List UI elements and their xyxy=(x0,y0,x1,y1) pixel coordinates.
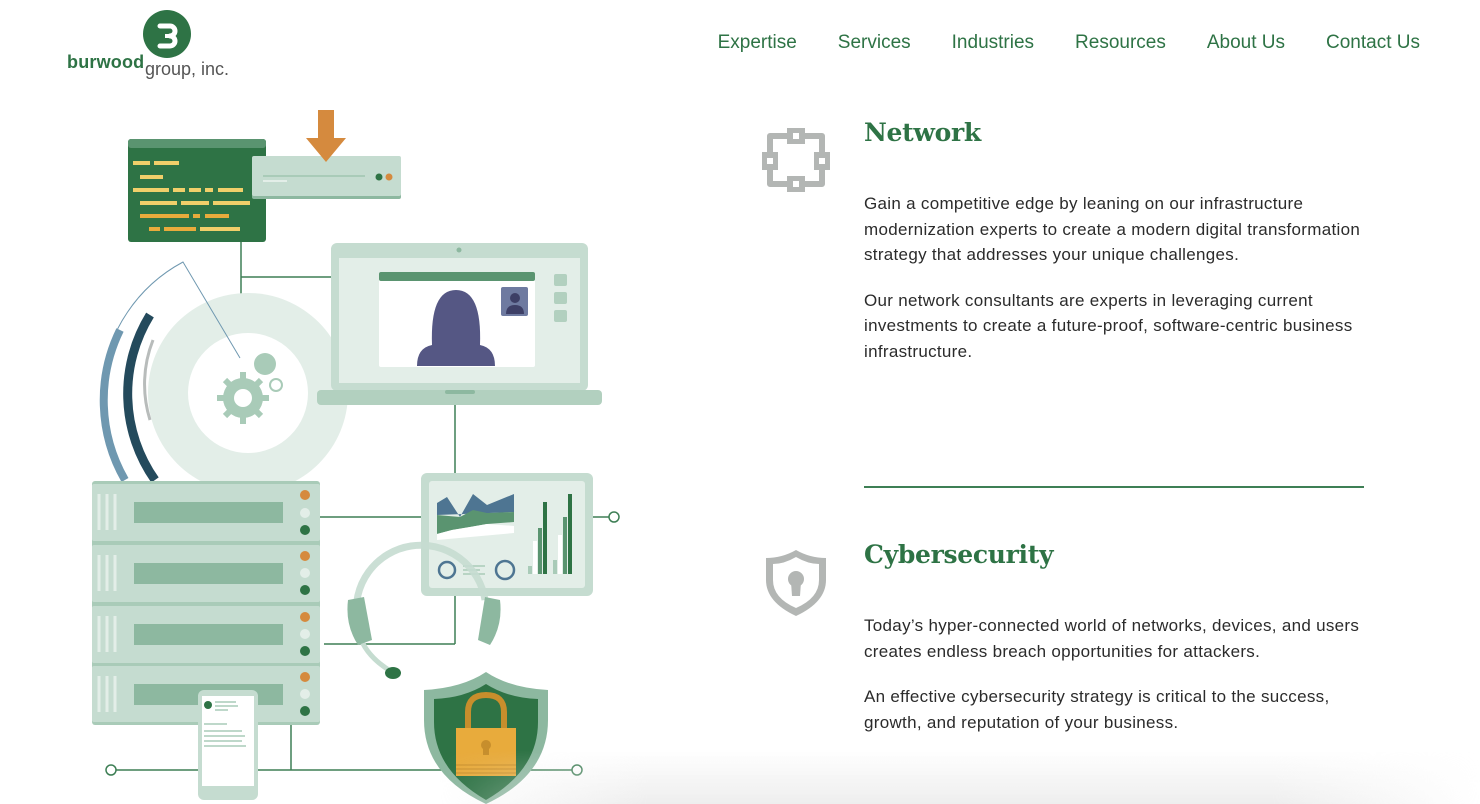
bottom-fade xyxy=(440,750,1480,804)
infrastructure-illustration xyxy=(80,100,640,804)
network-paragraph-1: Gain a competitive edge by leaning on ou… xyxy=(864,194,1361,264)
cyber-paragraph-1: Today’s hyper-connected world of network… xyxy=(864,616,1360,661)
nav-industries[interactable]: Industries xyxy=(951,32,1035,53)
section-body-cybersecurity: Today’s hyper-connected world of network… xyxy=(864,613,1384,755)
main-nav: Expertise Services Industries Resources … xyxy=(718,32,1420,54)
logo-text-suffix: group, inc. xyxy=(145,59,230,79)
logo-text-brand: burwood xyxy=(67,52,145,72)
company-logo[interactable]: burwood group, inc. xyxy=(66,8,246,84)
cybersecurity-section: Cybersecurity Today’s hyper-connected wo… xyxy=(760,540,1400,760)
section-title-cybersecurity: Cybersecurity xyxy=(864,540,1054,569)
nav-about-us[interactable]: About Us xyxy=(1206,32,1286,53)
network-paragraph-2: Our network consultants are experts in l… xyxy=(864,290,1353,361)
section-divider xyxy=(864,486,1364,488)
section-body-network: Gain a competitive edge by leaning on ou… xyxy=(864,191,1384,384)
logo-monogram-icon xyxy=(143,10,191,58)
nav-expertise[interactable]: Expertise xyxy=(717,32,797,53)
section-title-network: Network xyxy=(864,118,981,147)
nav-resources[interactable]: Resources xyxy=(1075,32,1166,53)
shield-keyhole-icon xyxy=(760,546,832,618)
nav-services[interactable]: Services xyxy=(837,32,911,53)
network-icon xyxy=(760,124,832,196)
network-section: Network Gain a competitive edge by leani… xyxy=(760,118,1400,418)
cyber-paragraph-2: An effective cybersecurity strategy is c… xyxy=(864,687,1330,732)
site-header: burwood group, inc. Expertise Services I… xyxy=(0,0,1480,90)
nav-contact-us[interactable]: Contact Us xyxy=(1326,32,1420,53)
